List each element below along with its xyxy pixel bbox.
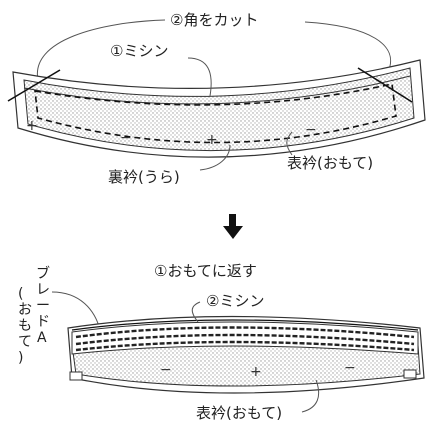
top-collar2-leader <box>301 379 320 413</box>
step1-group: − + − + ②角をカット ①ミシン 裏衿(うら) 表衿(おもて) <box>7 11 426 186</box>
top-collar-label: 表衿(おもて) <box>287 154 373 172</box>
svg-text:(: ( <box>18 286 23 302</box>
collar-mark-mid: + <box>206 132 218 148</box>
svg-text:お: お <box>18 302 32 318</box>
braid-pattern-2 <box>75 333 415 346</box>
svg-text:ブ: ブ <box>36 265 50 282</box>
top-collar2-label: 表衿(おもて) <box>196 404 282 422</box>
top-collar-leader <box>286 131 293 156</box>
step2-group: ①おもてに返す ブ レ ー ド A ( お も て ) <box>18 262 425 422</box>
braid-pattern-3 <box>75 340 415 352</box>
top-collar-mark-right: − <box>344 360 356 376</box>
sew-label: ①ミシン <box>110 42 168 60</box>
sew-line-step2[interactable] <box>71 319 419 331</box>
svg-text:レ: レ <box>36 282 50 298</box>
sew2-leader <box>191 301 201 323</box>
corner-tab-right <box>403 369 417 379</box>
corner-tab-left <box>69 371 83 381</box>
sew2-label: ②ミシン <box>206 292 264 310</box>
cut-corners-label: ②角をカット <box>170 11 258 29</box>
under-collar-body <box>23 67 415 152</box>
cut-corners-leader <box>36 19 392 81</box>
under-collar-leader <box>199 144 231 171</box>
braid-a-label: ブ レ ー ド A <box>36 265 50 346</box>
svg-text:): ) <box>18 350 23 366</box>
svg-text:A: A <box>37 330 47 346</box>
sew-line-dashed[interactable] <box>34 83 397 144</box>
collar-mark-left: − <box>120 130 132 146</box>
corner-cut-left[interactable] <box>7 69 61 102</box>
collar-mark-right: − <box>305 122 317 138</box>
collar-mark-edge: + <box>26 118 38 134</box>
svg-text:ド: ド <box>36 314 50 330</box>
sew-leader <box>187 57 212 97</box>
braid-a-paren-label: ( お も て ) <box>18 286 32 366</box>
braid-pattern-1 <box>75 326 415 339</box>
corner-cut-right[interactable] <box>357 67 413 103</box>
under-collar-label: 裏衿(うら) <box>108 168 180 186</box>
top-collar-mark-mid: + <box>250 364 262 380</box>
svg-text:て: て <box>18 334 32 350</box>
top-collar-mark-left: − <box>160 362 172 378</box>
down-arrow-icon <box>223 214 243 239</box>
svg-text:ー: ー <box>36 298 50 314</box>
svg-text:も: も <box>18 318 32 334</box>
turn-right-side-label: ①おもてに返す <box>154 262 257 280</box>
